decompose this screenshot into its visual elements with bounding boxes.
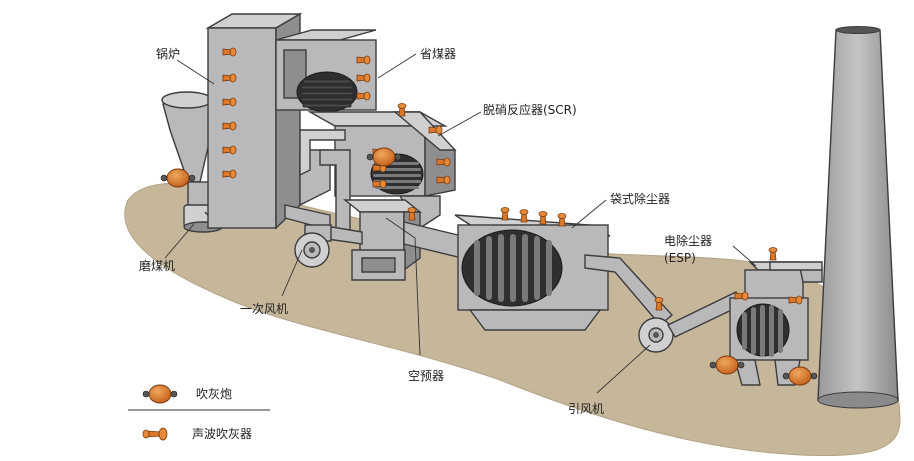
economizer-coil <box>296 71 358 113</box>
baghouse-coil <box>461 229 563 307</box>
label-esp: 电除尘器 <box>664 233 712 248</box>
labels: 锅炉 省煤器 脱硝反应器(SCR) 袋式除尘器 电除尘器 (ESP) 磨煤机 一… <box>139 46 712 416</box>
sonic-horn-icon <box>500 207 510 221</box>
label-id-fan: 引风机 <box>568 402 604 416</box>
sonic-horn-icon <box>538 211 548 225</box>
esp <box>729 261 823 386</box>
label-economizer: 省煤器 <box>420 47 456 61</box>
leader-lines <box>128 53 757 411</box>
esp-coil <box>736 303 790 357</box>
label-esp-abbrev: (ESP) <box>664 251 696 265</box>
baghouse-filter <box>454 214 611 331</box>
label-baghouse: 袋式除尘器 <box>610 191 670 206</box>
label-scr: 脱硝反应器(SCR) <box>483 102 577 117</box>
blower-cannon-icon <box>148 384 172 404</box>
boiler <box>205 12 377 230</box>
label-boiler: 锅炉 <box>156 46 180 61</box>
id-fan <box>638 317 674 353</box>
legend-sonic-horn-label: 声波吹灰器 <box>192 427 252 441</box>
stack <box>817 26 899 409</box>
sonic-horn-icon <box>557 213 567 227</box>
sonic-horn-icon <box>158 427 168 441</box>
label-primary-fan: 一次风机 <box>240 302 288 316</box>
legend-blower-cannon-label: 吹灰炮 <box>196 387 232 401</box>
sonic-horn-icon <box>768 247 778 261</box>
sonic-horn-icon <box>397 103 407 117</box>
label-air-preheater: 空预器 <box>408 369 444 383</box>
primary-fan <box>294 224 332 268</box>
label-coal-mill: 磨煤机 <box>139 259 175 273</box>
sonic-horn-icon <box>519 209 529 223</box>
legend: 吹灰炮 声波吹灰器 <box>142 384 252 441</box>
